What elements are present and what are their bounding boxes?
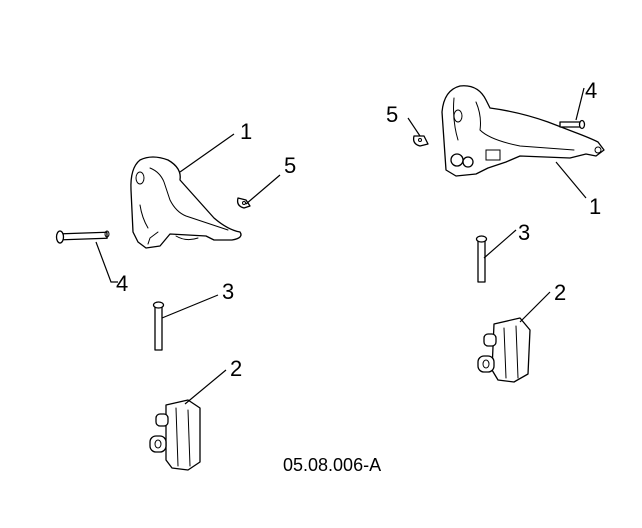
left-callout-3: 3 [222, 279, 234, 304]
left-long-pin-part [55, 230, 110, 244]
left-callout-5: 5 [284, 153, 296, 178]
right-callout-2: 2 [554, 280, 566, 305]
left-leaders [95, 133, 281, 405]
left-callout-2: 2 [230, 356, 242, 381]
right-callout-1: 1 [589, 194, 601, 219]
left-callout-1: 1 [240, 119, 252, 144]
right-callout-4: 4 [585, 78, 597, 103]
left-callout-4: 4 [116, 271, 128, 296]
right-short-pin-part [475, 235, 488, 283]
left-assembly: 1 5 4 3 2 [55, 119, 296, 471]
left-short-pin-part [152, 301, 165, 351]
right-assembly: 4 5 1 3 2 [386, 78, 605, 383]
right-callout-5: 5 [386, 102, 398, 127]
figure-code-label: 05.08.006-A [283, 455, 381, 475]
right-leaders [407, 87, 587, 323]
right-long-pin-part [559, 119, 586, 130]
right-bracket-part [477, 317, 531, 383]
left-bracket-part [149, 399, 201, 471]
right-handle-part [441, 85, 605, 177]
right-callout-3: 3 [518, 220, 530, 245]
right-clip-part [412, 135, 429, 147]
left-handle-part [130, 156, 242, 249]
left-clip-part [236, 197, 251, 209]
